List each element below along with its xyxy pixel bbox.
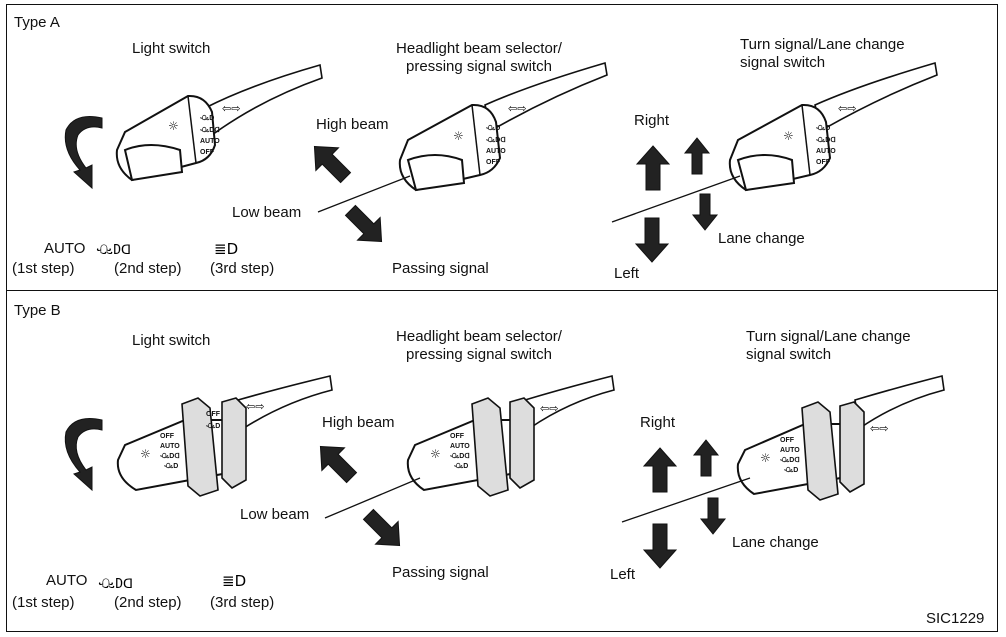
title-line: signal switch [740,54,826,71]
title-line: pressing signal switch [406,58,552,75]
svg-text:OFF: OFF [486,159,501,166]
light-sun-icon: ☼ [168,119,179,133]
svg-text:ꘐDꓷ: ꘐDꓷ [816,136,836,144]
svg-text:⇦⇨: ⇦⇨ [508,102,526,115]
headlight-selector-title: Headlight beam selector/ pressing signal… [368,328,590,364]
svg-text:OFF: OFF [160,433,175,440]
step-3-label: (3rd step) [210,260,275,277]
step-2-label: (2nd step) [114,260,182,277]
svg-text:≣D: ≣D [222,572,246,590]
light-switch-title: Light switch [132,40,211,57]
left-label: Left [614,265,640,282]
lane-change-label: Lane change [732,534,819,551]
right-label: Right [640,414,676,431]
headlight-selector-title: Headlight beam selector/ pressing signal… [368,40,590,76]
passing-signal-label: Passing signal [392,260,489,277]
step-1-label: (1st step) [12,260,75,277]
type-b-label: Type B [14,302,61,319]
svg-text:☼: ☼ [453,129,464,143]
title-line: Turn signal/Lane change [740,36,905,53]
low-beam-label: Low beam [232,204,302,221]
svg-text:OFF: OFF [816,159,831,166]
svg-text:AUTO: AUTO [450,443,470,450]
title-line: signal switch [746,346,832,363]
svg-text:ꘐDꓷ: ꘐDꓷ [200,126,220,134]
turn-signal-title: Turn signal/Lane change signal switch [740,36,905,72]
turn-signal-b-illustration: OFF AUTO ꘐDꓷ ꘐD ☼ ⇦⇨ [621,375,945,569]
turn-signal-a-illustration: ꘐD ꘐDꓷ AUTO OFF ☼ ⇦⇨ [611,61,938,263]
svg-text:AUTO: AUTO [816,148,836,155]
light-switch-b-illustration: OFF AUTO ꘐDꓷ ꘐD OFF ꘐD ☼ ⇦⇨ [64,375,333,497]
light-switch-a-illustration: ꘐD ꘐDꓷ AUTO OFF ☼ ⇦⇨ [64,63,323,190]
high-beam-label: High beam [316,116,389,133]
headlight-selector-b-illustration: OFF AUTO ꘐDꓷ ꘐD ☼ ⇦⇨ [308,375,615,558]
auto-step-name: AUTO [46,572,88,589]
svg-text:ꘐDꓷ: ꘐDꓷ [486,136,506,144]
svg-text:AUTO: AUTO [160,443,180,450]
turn-signal-title: Turn signal/Lane change signal switch [746,328,911,364]
svg-text:☼: ☼ [783,129,794,143]
auto-marking: AUTO [200,138,220,145]
diagram-code: SIC1229 [926,610,985,627]
step-2-label: (2nd step) [114,594,182,611]
high-beam-label: High beam [322,414,395,431]
parking-light-icon: ꘐDꓷ [96,243,131,258]
svg-text:⇦⇨: ⇦⇨ [870,422,888,435]
svg-text:AUTO: AUTO [486,148,506,155]
lane-change-label: Lane change [718,230,805,247]
off-marking: OFF [200,149,215,156]
svg-text:ꘐDꓷ: ꘐDꓷ [780,456,800,464]
svg-text:AUTO: AUTO [780,447,800,454]
svg-text:☼: ☼ [140,447,151,461]
title-line: Headlight beam selector/ [396,40,562,57]
low-beam-label: Low beam [240,506,310,523]
diagram-frame [6,4,998,632]
title-line: Headlight beam selector/ [396,328,562,345]
svg-text:ꘐDꓷ: ꘐDꓷ [160,452,180,460]
svg-text:ꘐD: ꘐD [454,462,468,470]
svg-text:ꘐDꓷ: ꘐDꓷ [98,577,133,592]
svg-text:OFF: OFF [780,437,795,444]
step-1-label: (1st step) [12,594,75,611]
title-line: Turn signal/Lane change [746,328,911,345]
title-line: pressing signal switch [406,346,552,363]
svg-text:ꘐD: ꘐD [206,422,220,430]
auto-step-name: AUTO [44,240,86,257]
svg-text:ꘐD: ꘐD [164,462,178,470]
svg-text:⇦⇨: ⇦⇨ [222,102,240,115]
light-switch-title: Light switch [132,332,211,349]
svg-text:⇦⇨: ⇦⇨ [838,102,856,115]
svg-text:ꘐD: ꘐD [816,124,830,132]
svg-text:ꘐD: ꘐD [486,124,500,132]
svg-text:⇦⇨: ⇦⇨ [246,400,264,413]
passing-signal-label: Passing signal [392,564,489,581]
headlight-selector-a-illustration: ꘐD ꘐDꓷ AUTO OFF ☼ ⇦⇨ [302,61,608,254]
svg-text:OFF: OFF [450,433,465,440]
headlight-icon: ≣D [214,240,238,258]
right-label: Right [634,112,670,129]
left-label: Left [610,566,636,583]
section-divider [6,290,998,291]
svg-text:OFF: OFF [206,411,221,418]
svg-text:ꘐD: ꘐD [200,114,214,122]
svg-text:☼: ☼ [760,451,771,465]
svg-text:☼: ☼ [430,447,441,461]
svg-text:ꘐD: ꘐD [784,466,798,474]
svg-text:ꘐDꓷ: ꘐDꓷ [450,452,470,460]
svg-text:⇦⇨: ⇦⇨ [540,402,558,415]
type-a-label: Type A [14,14,60,31]
step-3-label: (3rd step) [210,594,275,611]
